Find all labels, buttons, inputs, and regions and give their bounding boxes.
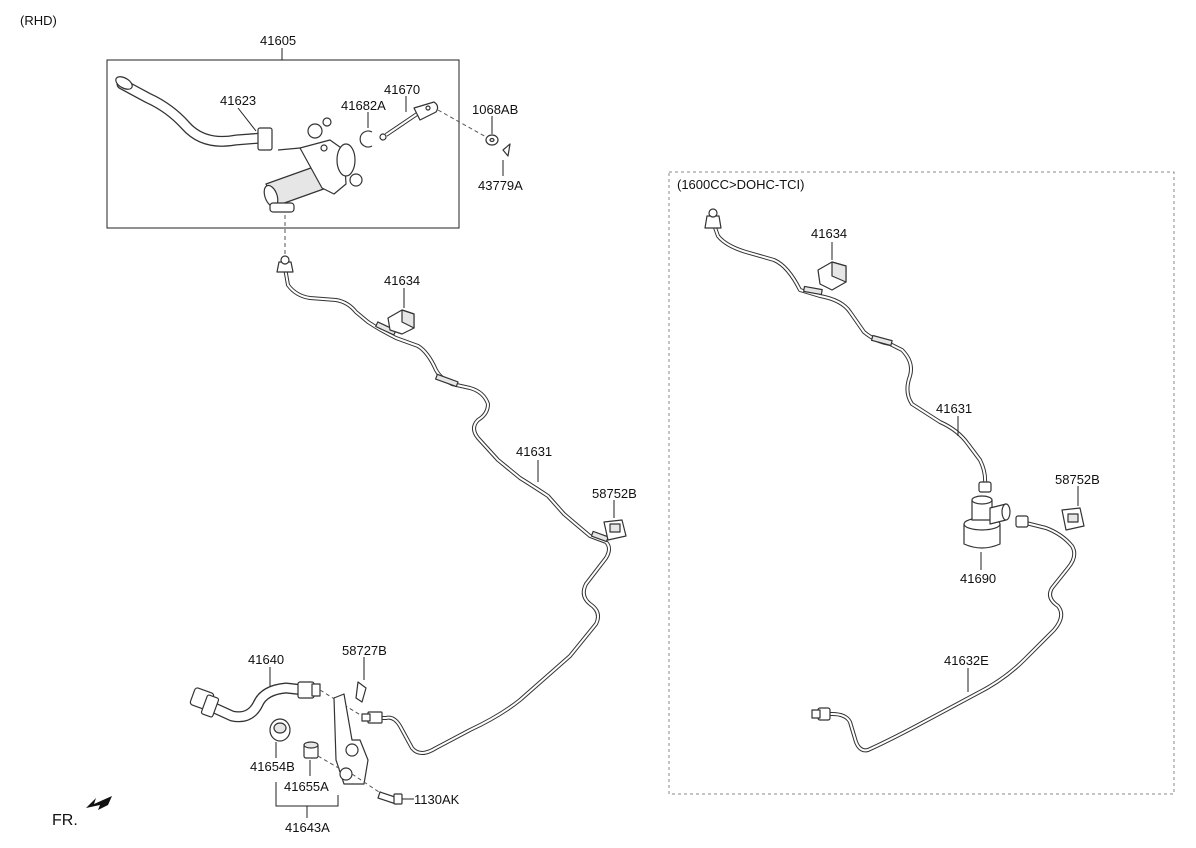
tube-bracket-clip-alt[interactable]: [1061, 507, 1085, 531]
callout-41640[interactable]: 41640: [248, 652, 284, 667]
callout-58727B[interactable]: 58727B: [342, 643, 387, 658]
callout-41631-main[interactable]: 41631: [516, 444, 552, 459]
washer[interactable]: [485, 134, 499, 146]
callout-1068AB[interactable]: 1068AB: [472, 102, 518, 117]
push-rod[interactable]: [379, 101, 439, 141]
callout-1130AK[interactable]: 1130AK: [414, 792, 460, 807]
split-pin[interactable]: [502, 143, 511, 157]
callout-41634-alt[interactable]: 41634: [811, 226, 847, 241]
tube-clip-main[interactable]: [387, 309, 415, 335]
callout-41670[interactable]: 41670: [384, 82, 420, 97]
clutch-tube-41632e[interactable]: [811, 515, 1077, 753]
callout-41632E[interactable]: 41632E: [944, 653, 989, 668]
hose-clip[interactable]: [355, 681, 367, 703]
tube-bracket-clip-main[interactable]: [603, 519, 627, 541]
clutch-master-cylinder[interactable]: [262, 117, 363, 213]
callout-58752B-alt[interactable]: 58752B: [1055, 472, 1100, 487]
callout-41655A[interactable]: 41655A: [284, 779, 329, 794]
front-label: FR.: [52, 812, 78, 829]
callout-41682A[interactable]: 41682A: [341, 98, 386, 113]
callout-41623[interactable]: 41623: [220, 93, 256, 108]
variant-box-frame: [668, 171, 1175, 795]
reservoir-hose[interactable]: [114, 74, 273, 151]
callout-41634-main[interactable]: 41634: [384, 273, 420, 288]
bushing[interactable]: [269, 718, 291, 742]
callout-41690[interactable]: 41690: [960, 571, 996, 586]
variant-title: (1600CC>DOHC-TCI): [677, 177, 805, 192]
callout-41605[interactable]: 41605: [260, 33, 296, 48]
callout-43779A[interactable]: 43779A: [478, 178, 523, 193]
bolt[interactable]: [377, 791, 403, 805]
pulsation-damper[interactable]: [963, 495, 1011, 549]
hose-bracket[interactable]: [333, 693, 369, 785]
variant-box: (1600CC>DOHC-TCI) 41631 41634: [668, 171, 1175, 795]
callout-41643A[interactable]: 41643A: [285, 820, 330, 835]
tube-clip-alt[interactable]: [817, 261, 847, 291]
clutch-tube-alt[interactable]: [704, 208, 992, 493]
collar[interactable]: [303, 741, 319, 759]
front-direction-indicator: FR.: [52, 796, 112, 829]
master-cylinder-assembly: 41605 41623 41682A: [106, 33, 460, 229]
clutch-tube-main[interactable]: [276, 255, 611, 755]
clutch-hose[interactable]: [189, 681, 321, 723]
assembly-box: [106, 59, 460, 229]
callout-41631-alt[interactable]: 41631: [936, 401, 972, 416]
callout-41654B[interactable]: 41654B: [250, 759, 295, 774]
variant-label: (RHD): [20, 13, 57, 28]
callout-58752B-main[interactable]: 58752B: [592, 486, 637, 501]
retaining-clip[interactable]: [359, 130, 373, 148]
front-arrow-icon: [86, 796, 112, 810]
